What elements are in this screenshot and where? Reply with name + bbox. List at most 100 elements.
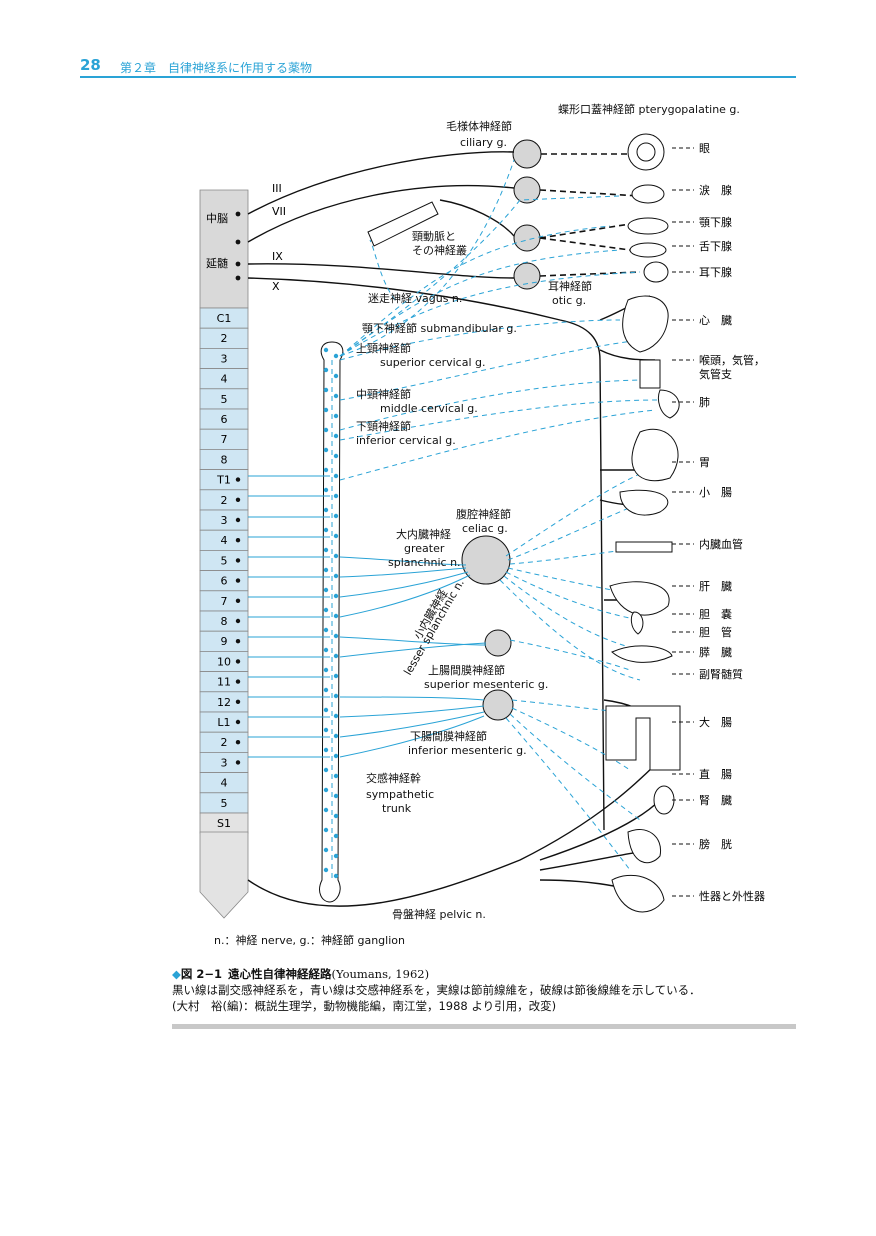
trunk-ganglion-dot xyxy=(323,407,329,413)
trunk-ganglion-dot xyxy=(333,453,339,459)
lacrimal-gland-organ xyxy=(631,184,665,204)
label-celiac-en: celiac g. xyxy=(462,522,508,535)
trunk-ganglion-dot xyxy=(333,673,339,679)
spinal-segment-label: 11 xyxy=(217,676,231,689)
spinal-segment-label: 7 xyxy=(221,595,228,608)
ciliary-ganglion xyxy=(512,139,542,169)
trunk-ganglion-dot xyxy=(323,827,329,833)
segment-outflow-dot xyxy=(235,679,241,684)
organ-label: 膀 胱 xyxy=(699,837,732,851)
submandibular-gland-organ xyxy=(627,217,669,235)
parotid-gland-organ xyxy=(643,261,669,283)
label-cn-7: VII xyxy=(272,205,286,218)
trachea-organ xyxy=(639,359,661,389)
trunk-ganglion-dot xyxy=(333,373,339,379)
organ-label: 肺 xyxy=(699,396,710,409)
label-otic-en: otic g. xyxy=(552,294,586,307)
label-mid-cervical-en: middle cervical g. xyxy=(380,402,478,415)
trunk-ganglion-dot xyxy=(323,727,329,733)
organ-label: 副腎髄質 xyxy=(699,667,743,681)
organ-label: 性器と外性器 xyxy=(699,889,765,903)
label-legend: n.：神経 nerve, g.：神経節 ganglion xyxy=(214,933,405,947)
trunk-ganglion-dot xyxy=(323,567,329,573)
bladder-organ xyxy=(627,829,662,864)
trunk-ganglion-dot xyxy=(323,667,329,673)
header-rule xyxy=(80,76,796,78)
spinal-segment-label: 2 xyxy=(221,332,228,345)
organ-label: 直 腸 xyxy=(699,767,732,781)
trunk-ganglion-dot xyxy=(333,353,339,359)
label-inf-cervical-jp: 下頸神経節 xyxy=(356,419,411,433)
trunk-ganglion-dot xyxy=(323,367,329,373)
spinal-segment-label: 4 xyxy=(221,373,228,386)
trunk-ganglion-dot xyxy=(333,493,339,499)
organ-label: 喉頭，気管， xyxy=(699,353,765,367)
trunk-ganglion-dot xyxy=(333,513,339,519)
trunk-ganglion-dot xyxy=(333,393,339,399)
label-ciliary-jp: 毛様体神経節 xyxy=(446,119,512,133)
trunk-ganglion-dot xyxy=(333,713,339,719)
label-trunk-en2: trunk xyxy=(382,802,412,815)
trunk-ganglion-dot xyxy=(323,467,329,473)
segment-outflow-dot xyxy=(235,699,241,704)
label-mid-cervical-jp: 中頸神経節 xyxy=(356,387,411,401)
sublingual-gland-organ xyxy=(629,242,667,258)
organ-label: 心 臓 xyxy=(699,314,732,327)
trunk-ganglion-dot xyxy=(333,733,339,739)
organ-label: 耳下腺 xyxy=(699,265,732,279)
trunk-ganglion-dot xyxy=(333,613,339,619)
spinal-segment-label: 3 xyxy=(221,756,228,769)
organ-label: 眼 xyxy=(699,142,710,155)
label-vagus: 迷走神経 vagus n. xyxy=(368,291,462,305)
trunk-ganglion-dot xyxy=(323,427,329,433)
sympathetic-trunk xyxy=(319,341,344,903)
autonomic-pathway-diagram: C12345678T123456789101112L12345S12345 xyxy=(199,102,765,947)
trunk-ganglion-dot xyxy=(333,873,339,879)
segment-outflow-dot xyxy=(235,659,241,664)
trunk-ganglion-dot xyxy=(333,553,339,559)
label-sup-mes-jp: 上腸間膜神経節 xyxy=(428,663,505,677)
trunk-ganglion-dot xyxy=(323,487,329,493)
segment-outflow-dot xyxy=(235,517,241,523)
trunk-ganglion-dot xyxy=(323,747,329,753)
page-header: 28 第２章 自律神経系に作用する薬物 xyxy=(80,56,796,80)
trunk-ganglion-dot xyxy=(323,347,329,353)
trunk-ganglion-dot xyxy=(333,573,339,579)
trunk-ganglion-dot xyxy=(323,547,329,553)
large-intestine-organ xyxy=(605,705,681,771)
label-inf-mes-jp: 下腸間膜神経節 xyxy=(410,729,487,743)
trunk-ganglion-dot xyxy=(323,767,329,773)
celiac-ganglion xyxy=(461,535,511,585)
vessel-organ xyxy=(615,541,673,553)
trunk-ganglion-dot xyxy=(333,533,339,539)
spinal-segment-label: 12 xyxy=(217,696,231,709)
caption-source: (Youmans, 1962) xyxy=(331,967,430,981)
trunk-ganglion-dot xyxy=(333,773,339,779)
segment-outflow-dot xyxy=(235,618,241,624)
label-pelvic: 骨盤神経 pelvic n. xyxy=(392,907,486,921)
trunk-ganglion-dot xyxy=(323,527,329,533)
trunk-ganglion-dot xyxy=(323,847,329,853)
label-cn-3: III xyxy=(272,182,282,195)
label-trunk-en1: sympathetic xyxy=(366,788,434,801)
inferior-mesenteric-ganglion xyxy=(482,689,514,721)
segment-outflow-dot xyxy=(235,578,241,583)
label-lesser-en: lesser splanchnic n. xyxy=(401,577,467,678)
organ-label: 胆 嚢 xyxy=(699,607,732,621)
spinal-segment-label: 8 xyxy=(221,453,228,466)
gallbladder-organ xyxy=(630,611,644,635)
organ-label: 小 腸 xyxy=(699,486,732,499)
organ-label: 腎 臓 xyxy=(699,794,732,807)
label-inf-cervical-en: inferior cervical g. xyxy=(356,434,456,447)
segment-outflow-dot xyxy=(235,558,241,563)
caption-marker: ◆ xyxy=(172,967,181,981)
lung-organ xyxy=(657,389,680,419)
organ-label: 舌下腺 xyxy=(699,239,732,253)
trunk-ganglion-dot xyxy=(333,433,339,439)
spinal-segment-label: 3 xyxy=(221,352,228,365)
label-trunk-jp: 交感神経幹 xyxy=(366,771,421,785)
trunk-ganglion-dot xyxy=(323,387,329,393)
segment-outflow-dot xyxy=(235,719,241,725)
spinal-segment-label: 10 xyxy=(217,655,231,668)
label-celiac-jp: 腹腔神経節 xyxy=(456,507,511,521)
